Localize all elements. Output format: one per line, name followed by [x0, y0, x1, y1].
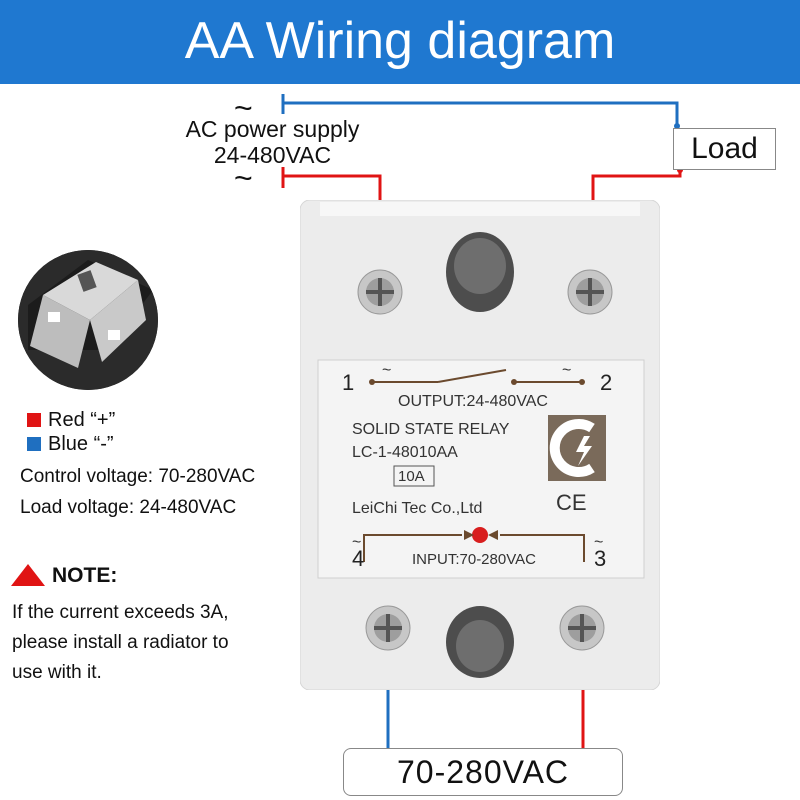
red-legend-label: Red “+” — [48, 409, 116, 431]
input-tilde-left: ~ — [352, 534, 362, 551]
blue-supply-wire — [283, 101, 679, 126]
ac-supply-label: AC power supply 24-480VAC — [150, 116, 395, 168]
note-line-1: If the current exceeds 3A, — [12, 602, 229, 623]
title-banner — [0, 0, 800, 84]
manufacturer: LeiChi Tec Co.,Ltd — [352, 500, 483, 517]
note-line-3: use with it. — [12, 662, 102, 683]
output-rating: OUTPUT:24-480VAC — [398, 393, 548, 410]
relay-closeup-illustration — [18, 250, 158, 390]
terminal-screw-4 — [365, 605, 411, 651]
terminal-1-label: 1 — [342, 370, 355, 395]
current-rating-box — [393, 465, 435, 487]
ac-supply-title: AC power supply — [185, 116, 360, 142]
output-tilde-right: ~ — [562, 362, 572, 379]
blue-legend-label: Blue “-” — [48, 433, 114, 455]
note-title: NOTE: — [52, 564, 118, 587]
terminal-screw-3 — [559, 605, 605, 651]
ac-supply-range: 24-480VAC — [213, 142, 332, 168]
relay-top-ridge — [320, 202, 640, 216]
red-legend-swatch — [27, 413, 41, 427]
ac-tilde-bottom: ~ — [234, 160, 253, 196]
relay-model: LC-1-48010AA — [352, 444, 458, 461]
control-voltage-spec: Control voltage: 70-280VAC — [20, 466, 256, 487]
ac-tilde-top: ~ — [234, 90, 253, 126]
terminal-screw-2 — [567, 269, 613, 315]
terminal-2-label: 2 — [600, 370, 613, 395]
load-box: Load — [673, 128, 776, 170]
note-line-2: please install a radiator to — [12, 632, 229, 653]
relay-name: SOLID STATE RELAY — [352, 421, 510, 438]
ce-mark: CE — [556, 490, 587, 515]
current-rating: 10A — [398, 468, 425, 485]
input-indicator-led — [472, 527, 488, 543]
blue-wire-node — [674, 123, 680, 129]
terminal-3-label: 3 — [594, 546, 607, 571]
blue-legend-swatch — [27, 437, 41, 451]
input-supply-box: 70-280VAC — [343, 748, 623, 796]
page-title: AA Wiring diagram — [184, 12, 616, 70]
input-rating: INPUT:70-280VAC — [412, 551, 536, 568]
solid-state-relay — [300, 200, 660, 690]
load-voltage-spec: Load voltage: 24-480VAC — [20, 497, 237, 518]
warning-triangle-icon — [11, 564, 45, 586]
output-tilde-left: ~ — [382, 362, 392, 379]
terminal-4-label: 4 — [352, 546, 365, 571]
relay-closeup-photo — [18, 250, 158, 390]
terminal-screw-1 — [357, 269, 403, 315]
input-tilde-right: ~ — [594, 534, 604, 551]
